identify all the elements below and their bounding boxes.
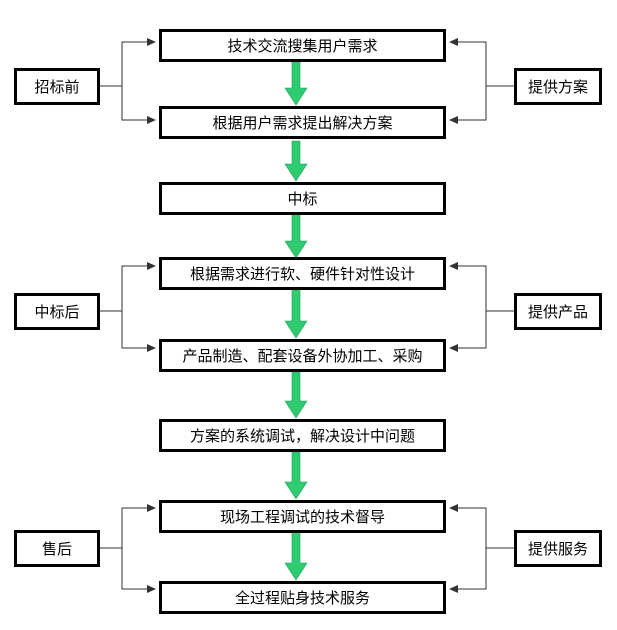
bracket-left-phase2-lower bbox=[121, 311, 156, 352]
arrow-step7-to-step8 bbox=[284, 531, 308, 581]
phase-label-post-bid: 中标后 bbox=[14, 293, 100, 330]
phase-label-after-sales: 售后 bbox=[14, 530, 100, 567]
step-manufacturing-procurement: 产品制造、配套设备外协加工、采购 bbox=[159, 339, 446, 372]
bracket-left-phase3-lower bbox=[121, 548, 156, 593]
step-system-debugging: 方案的系统调试，解决设计中问题 bbox=[159, 419, 446, 452]
arrow-step6-to-step7 bbox=[284, 451, 308, 500]
bracket-right-phase2 bbox=[449, 262, 514, 312]
provide-service-label: 提供服务 bbox=[514, 530, 602, 567]
bracket-right-phase3 bbox=[449, 504, 514, 549]
provide-product-label: 提供产品 bbox=[514, 293, 602, 330]
bracket-right-phase2-lower bbox=[449, 311, 487, 352]
bracket-right-phase3-lower bbox=[449, 548, 487, 593]
arrow-step4-to-step5 bbox=[284, 287, 308, 339]
arrow-step2-to-step3 bbox=[284, 140, 308, 182]
phase-label-pre-bid: 招标前 bbox=[14, 68, 100, 105]
arrow-step3-to-step4 bbox=[284, 212, 308, 259]
bracket-left-phase1-lower bbox=[121, 86, 156, 124]
step-full-service: 全过程贴身技术服务 bbox=[159, 581, 446, 614]
step-win-bid: 中标 bbox=[159, 182, 446, 215]
provide-solution-label: 提供方案 bbox=[514, 68, 602, 105]
bracket-right-phase1 bbox=[449, 38, 514, 87]
arrow-step1-to-step2 bbox=[284, 61, 308, 106]
bracket-right-phase1-lower bbox=[449, 86, 487, 124]
step-collect-requirements: 技术交流搜集用户需求 bbox=[159, 29, 446, 62]
bracket-left-phase3 bbox=[100, 504, 156, 549]
bracket-left-phase2 bbox=[100, 262, 156, 312]
arrow-step5-to-step6 bbox=[284, 371, 308, 419]
bracket-left-phase1 bbox=[100, 38, 156, 87]
step-targeted-design: 根据需求进行软、硬件针对性设计 bbox=[159, 257, 446, 290]
step-propose-solution: 根据用户需求提出解决方案 bbox=[159, 106, 446, 139]
step-onsite-supervision: 现场工程调试的技术督导 bbox=[159, 500, 446, 533]
